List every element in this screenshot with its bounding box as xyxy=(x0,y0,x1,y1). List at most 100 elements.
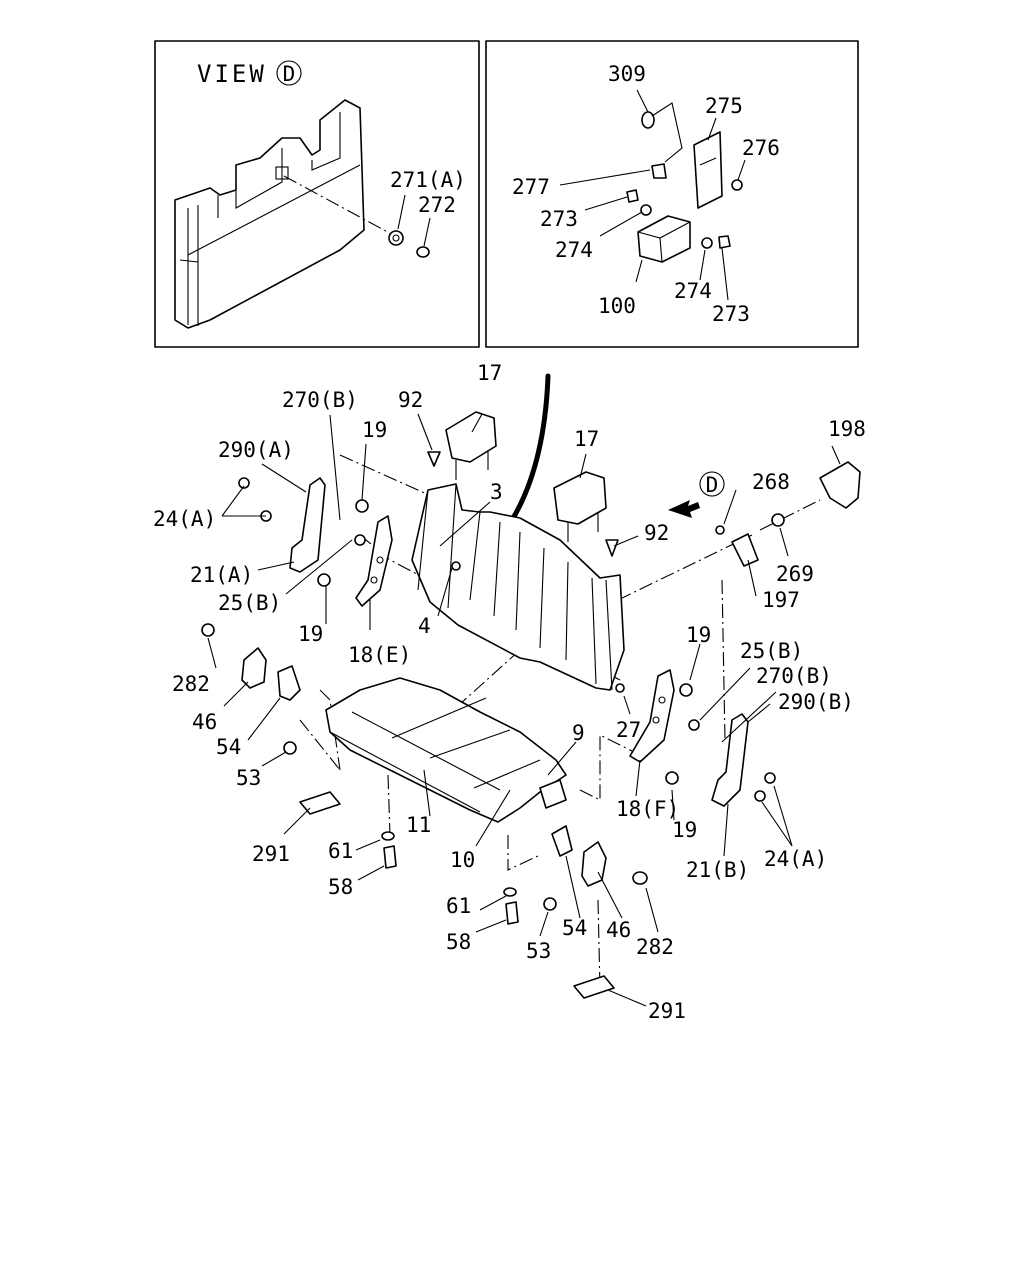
callout-labels: 271(A) 272 309 275 276 277 273 274 274 1… xyxy=(153,62,866,1023)
inset-module-panel xyxy=(485,40,859,348)
bracket-9 xyxy=(539,779,567,809)
callout-18e: 18(E) xyxy=(348,643,411,667)
callout-18f: 18(F) xyxy=(616,797,679,821)
hinge-18f xyxy=(629,669,675,763)
knob-4 xyxy=(451,561,461,571)
assembly-guide-lines xyxy=(299,454,821,991)
callout-25b-b: 25(B) xyxy=(740,639,803,663)
callout-11: 11 xyxy=(406,813,431,837)
bracket-275 xyxy=(693,131,723,209)
nut-274-b xyxy=(701,237,713,249)
callout-19-a: 19 xyxy=(362,418,387,442)
callout-leaders xyxy=(207,413,841,1007)
nut-276 xyxy=(731,179,743,191)
callout-3: 3 xyxy=(490,480,503,504)
callout-9: 9 xyxy=(572,721,585,745)
hinge-18e xyxy=(355,515,393,607)
callout-24a-a: 24(A) xyxy=(153,507,216,531)
cap-272 xyxy=(416,246,430,258)
headrest-17-left xyxy=(445,411,497,480)
callout-276: 276 xyxy=(742,136,780,160)
bolt-53-right xyxy=(543,897,557,911)
screw-277 xyxy=(651,163,667,179)
callout-92-b: 92 xyxy=(644,521,669,545)
callout-290b: 290(B) xyxy=(778,690,854,714)
callout-19-b: 19 xyxy=(298,622,323,646)
callout-10: 10 xyxy=(450,848,475,872)
bracket-54-right xyxy=(551,825,573,857)
seatback-3 xyxy=(411,483,625,691)
bolt-92-left xyxy=(427,451,441,467)
bolt-282-right xyxy=(632,871,648,885)
view-title: VIEW xyxy=(197,60,267,88)
callout-290a: 290(A) xyxy=(218,438,294,462)
callout-53-b: 53 xyxy=(526,939,551,963)
washer-61-left xyxy=(381,831,395,841)
callout-46-b: 46 xyxy=(606,918,631,942)
callout-270b-a: 270(B) xyxy=(282,388,358,412)
plate-291-right xyxy=(573,975,615,999)
callout-291-b: 291 xyxy=(648,999,686,1023)
svg-text:D: D xyxy=(706,473,719,497)
bolt-53-left xyxy=(283,741,297,755)
callout-61-a: 61 xyxy=(328,839,353,863)
bolts-right xyxy=(615,513,785,802)
callout-19-c: 19 xyxy=(686,623,711,647)
callout-275: 275 xyxy=(705,94,743,118)
callout-100: 100 xyxy=(598,294,636,318)
bolt-92-right xyxy=(605,539,619,557)
bolt-58-left xyxy=(383,845,397,869)
callout-4: 4 xyxy=(418,614,431,638)
module-100 xyxy=(637,215,691,263)
view-marker-d: D xyxy=(276,60,302,86)
callout-46-a: 46 xyxy=(192,710,217,734)
seat-belt-webbing xyxy=(509,373,551,523)
callout-282-a: 282 xyxy=(172,672,210,696)
callout-58-a: 58 xyxy=(328,875,353,899)
bolt-58-right xyxy=(505,901,519,925)
callout-273-b: 273 xyxy=(712,302,750,326)
bolt-273-a xyxy=(626,189,639,203)
callout-21b: 21(B) xyxy=(686,858,749,882)
bracket-54-left xyxy=(277,665,301,701)
callout-274-a: 274 xyxy=(555,238,593,262)
callout-24a-b: 24(A) xyxy=(764,847,827,871)
callout-269: 269 xyxy=(776,562,814,586)
callout-53-a: 53 xyxy=(236,766,261,790)
view-arrow-d: D xyxy=(668,471,725,518)
nut-271a xyxy=(388,230,404,246)
bolts-left xyxy=(201,477,369,637)
callout-54-b: 54 xyxy=(562,916,587,940)
callout-271a: 271(A) xyxy=(390,168,466,192)
bolt-273-b xyxy=(718,235,731,249)
nut-274-a xyxy=(640,204,652,216)
callout-21a: 21(A) xyxy=(190,563,253,587)
callout-197: 197 xyxy=(762,588,800,612)
callout-19-d: 19 xyxy=(672,818,697,842)
callout-27: 27 xyxy=(616,718,641,742)
callout-273-a: 273 xyxy=(540,207,578,231)
callout-17-b: 17 xyxy=(574,427,599,451)
seat-cushion xyxy=(325,677,567,823)
bracket-46-left xyxy=(241,647,267,689)
callout-277: 277 xyxy=(512,175,550,199)
clip-309 xyxy=(641,102,683,163)
seatback-rear-outline xyxy=(174,99,365,329)
hinge-290a xyxy=(289,477,326,573)
callout-270b-b: 270(B) xyxy=(756,664,832,688)
callout-282-b: 282 xyxy=(636,935,674,959)
callout-291-a: 291 xyxy=(252,842,290,866)
callout-198: 198 xyxy=(828,417,866,441)
leader-view-d xyxy=(283,175,396,237)
callout-58-b: 58 xyxy=(446,930,471,954)
washer-61-right xyxy=(503,887,517,897)
callout-274-b: 274 xyxy=(674,279,712,303)
callout-272: 272 xyxy=(418,193,456,217)
callout-268: 268 xyxy=(752,470,790,494)
callout-309: 309 xyxy=(608,62,646,86)
callout-17-a: 17 xyxy=(477,361,502,385)
svg-text:D: D xyxy=(283,62,296,86)
hinge-290b xyxy=(711,713,749,807)
